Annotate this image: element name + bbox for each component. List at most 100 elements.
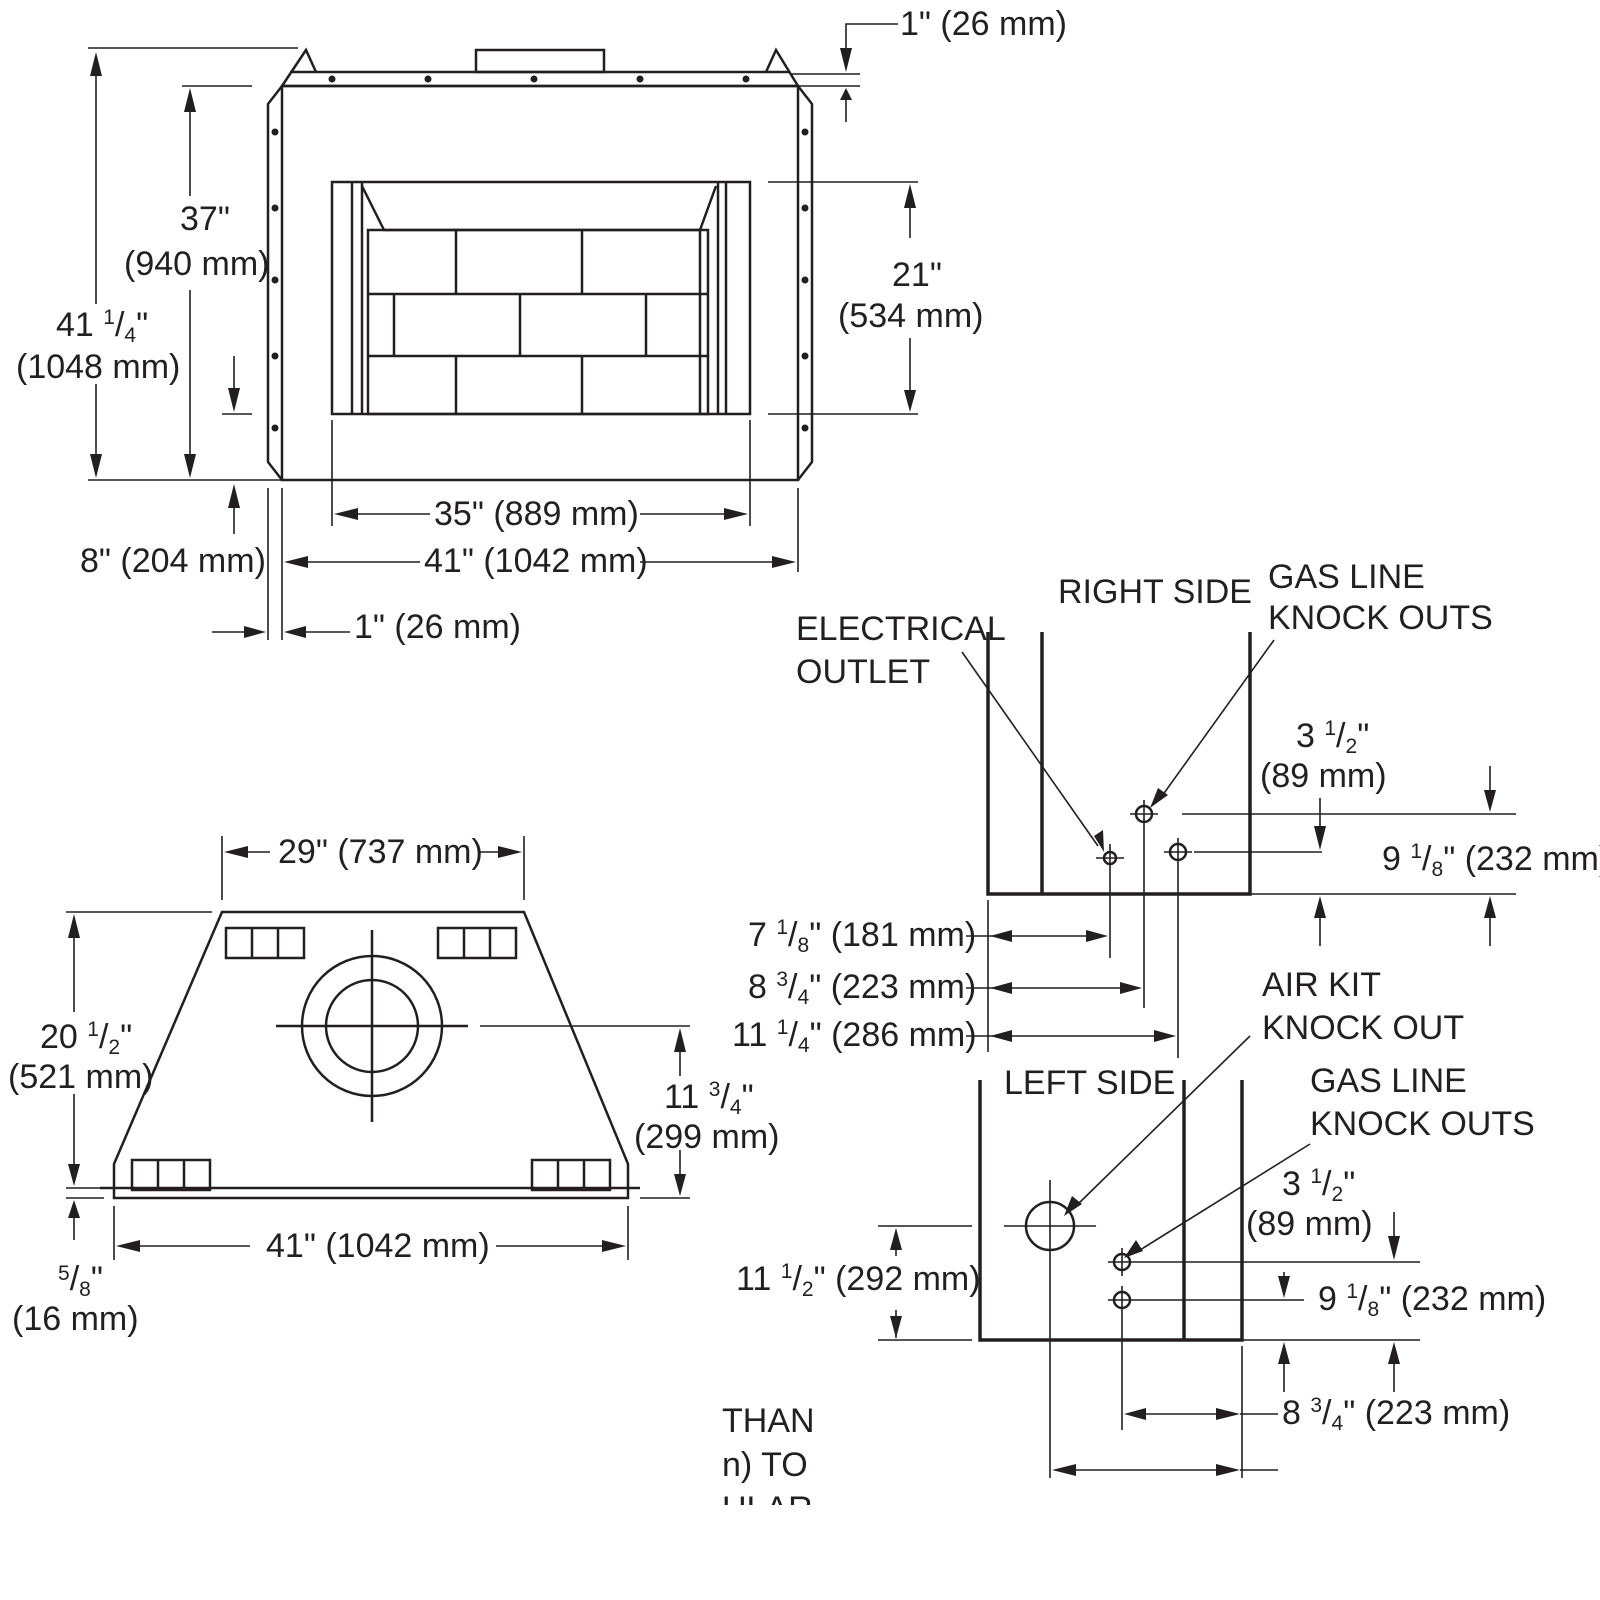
dim-gas-offset: 8 3/4" (223 mm): [1124, 1346, 1510, 1478]
dim-text: 1" (26 mm): [900, 5, 1067, 43]
note-line: ULAR: [722, 1490, 813, 1528]
dim-opening-21: 21" (534 mm): [768, 181, 983, 415]
dim-bottom-width: 41" (1042 mm): [113, 1206, 629, 1265]
firebox-body: [280, 84, 800, 482]
dim-gas-offset-b: 11 1/4" (286 mm): [732, 1016, 1176, 1057]
leader-arrowhead: [1094, 830, 1104, 852]
dim-flange: 5/8" (16 mm): [12, 1197, 139, 1338]
dim-gas-height-b: 9 1/8" (232 mm): [1242, 1212, 1546, 1392]
dim-top-offset: 1" (26 mm): [790, 5, 1067, 122]
dim-gas-offset-a: 8 3/4" (223 mm): [748, 968, 1142, 1009]
dim-height-37: 37" (940 mm): [124, 85, 269, 478]
dim-text: (1048 mm): [16, 348, 180, 386]
callout-label: ELECTRICAL: [796, 610, 1006, 648]
dim-electrical-offset: 7 1/8" (181 mm): [748, 916, 1108, 957]
dim-text: 7 1/8" (181 mm): [748, 916, 976, 957]
dim-text: 35" (889 mm): [434, 495, 639, 533]
dim-base-8: 8" (204 mm): [80, 356, 266, 580]
dim-text: 3 1/2": [1282, 1165, 1355, 1206]
dim-text: 5/8": [58, 1260, 103, 1301]
air-kit-knockout-symbol: [1004, 1180, 1096, 1478]
callout-label: GAS LINE: [1310, 1062, 1467, 1100]
gas-leader: [1161, 639, 1275, 797]
dim-text: 1" (26 mm): [354, 608, 521, 646]
dim-text: 11 1/2" (292 mm): [736, 1260, 981, 1301]
dim-text: 29" (737 mm): [278, 833, 483, 871]
dim-side-offset: 1" (26 mm): [212, 608, 521, 646]
right-side-view: RIGHT SIDE ELECTRICAL OUTLET GAS LINE KN…: [732, 558, 1600, 1058]
dim-opening-width: 35" (889 mm): [331, 420, 751, 533]
note-line: THAN: [722, 1402, 815, 1440]
dim-gas-height-a: 3 1/2" (89 mm): [1182, 717, 1516, 946]
dim-text: (89 mm): [1246, 1205, 1373, 1243]
dim-text: 41" (1042 mm): [266, 1227, 490, 1265]
right-side-panel-outline: [986, 632, 1252, 896]
leader-arrowhead: [1124, 1240, 1143, 1258]
dim-text: 3 1/2": [1296, 717, 1369, 758]
top-view: 29" (737 mm) 20 1/2" (521 mm) 11 3/4" (2…: [8, 833, 779, 1338]
dim-text: 8 3/4" (223 mm): [1282, 1394, 1510, 1435]
gas-knockout-symbol: [1108, 1286, 1136, 1430]
right-standoff-tab: [764, 47, 800, 87]
gas-knockout-symbol: [1108, 1248, 1136, 1276]
dim-text: (16 mm): [12, 1300, 139, 1338]
right-nailing-flange: [797, 85, 814, 481]
screw-holes: [271, 75, 809, 432]
brick-panel: [366, 228, 710, 416]
dim-text: 20 1/2": [40, 1018, 132, 1059]
dim-overall-height: 41 1/4" (1048 mm): [16, 47, 298, 481]
dim-text: 8" (204 mm): [80, 542, 266, 580]
left-side-view: LEFT SIDE AIR KIT KNOCK OUT GAS LINE KNO…: [736, 966, 1546, 1478]
gas-knockout-symbol: [1130, 800, 1158, 1008]
flue-collar: [474, 48, 606, 74]
dim-top-width: 29" (737 mm): [221, 833, 525, 900]
dim-air-kit-height: 11 1/2" (292 mm): [736, 1225, 981, 1341]
vent-slot: [224, 926, 306, 960]
dim-gas-height-b: 9 1/8" (232 mm): [1250, 766, 1600, 946]
dim-overall-width: 41" (1042 mm): [267, 488, 799, 640]
dim-text: 9 1/8" (232 mm): [1382, 840, 1600, 881]
dim-text: 37": [180, 200, 230, 238]
callout-label: KNOCK OUT: [1262, 1009, 1464, 1047]
dim-text: 11 1/4" (286 mm): [732, 1016, 977, 1057]
dim-depth: 20 1/2" (521 mm): [8, 911, 212, 1189]
gas-leader: [1139, 1143, 1311, 1251]
dim-text: (940 mm): [124, 245, 269, 283]
dim-air-kit-offset: [1052, 1464, 1278, 1476]
air-kit-leader: [1075, 1035, 1251, 1207]
firebox-back-top: [360, 185, 718, 232]
vent-slot: [130, 1158, 212, 1192]
callout-label: AIR KIT: [1262, 966, 1381, 1004]
dim-text: 21": [892, 256, 942, 294]
callout-label: KNOCK OUTS: [1310, 1105, 1535, 1143]
callout-label: OUTLET: [796, 653, 930, 691]
callout-label: KNOCK OUTS: [1268, 599, 1493, 637]
dim-text: (299 mm): [634, 1118, 779, 1156]
left-side-title: LEFT SIDE: [1004, 1064, 1175, 1102]
electrical-leader: [961, 651, 1099, 847]
dim-text: (534 mm): [838, 297, 983, 335]
left-standoff-tab: [280, 47, 318, 87]
dim-text: 8 3/4" (223 mm): [748, 968, 976, 1009]
note-line: n) TO: [722, 1446, 808, 1484]
dim-text: 11 3/4": [664, 1078, 754, 1119]
leader-arrowhead: [1064, 1196, 1082, 1216]
dim-gas-height-a: 3 1/2" (89 mm): [1136, 1165, 1420, 1392]
dim-text: 9 1/8" (232 mm): [1318, 1280, 1546, 1321]
cropped-note: THAN n) TO ULAR: [722, 1402, 815, 1528]
dim-flue-location: 11 3/4" (299 mm): [480, 1025, 779, 1199]
vent-slot: [530, 1158, 612, 1192]
top-view-outline: [112, 910, 630, 1200]
leader-arrowhead: [1150, 788, 1168, 808]
electrical-outlet-symbol: [1096, 844, 1124, 958]
callout-label: GAS LINE: [1268, 558, 1425, 596]
gas-knockout-symbol: [1164, 838, 1192, 1058]
dim-text: (521 mm): [8, 1058, 153, 1096]
dim-text: 41" (1042 mm): [424, 542, 648, 580]
dim-text: 41 1/4": [56, 306, 148, 347]
vent-slot: [436, 926, 518, 960]
left-side-panel-outline: [978, 1080, 1244, 1342]
front-view: 1" (26 mm) 41 1/4" (1048 mm) 37" (940 mm…: [16, 5, 1067, 646]
left-nailing-flange: [266, 85, 283, 481]
